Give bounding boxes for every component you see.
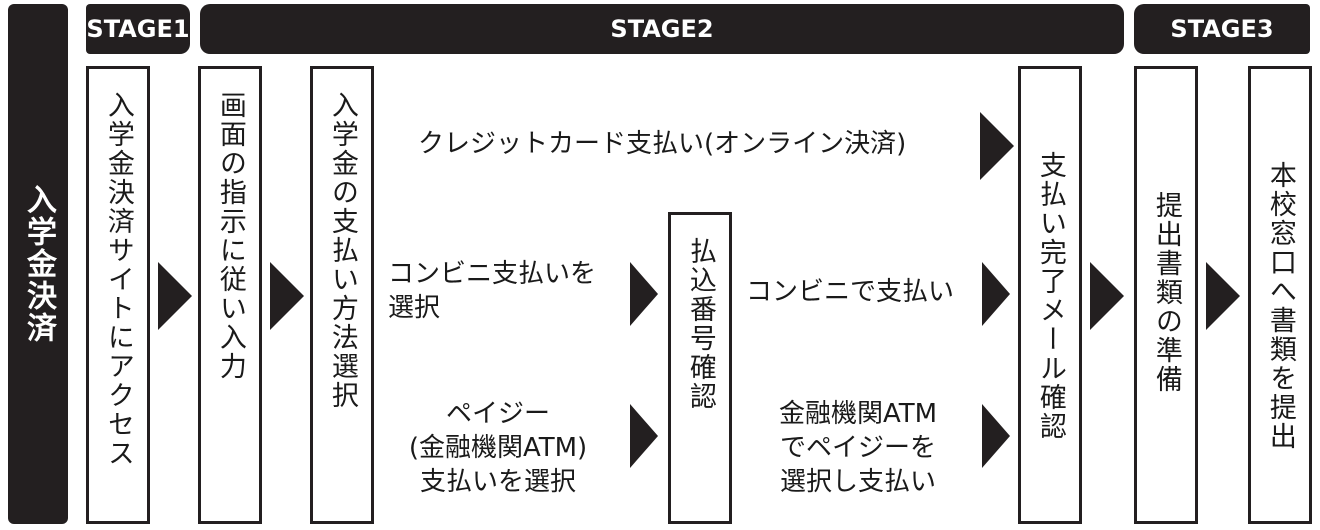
- option-convenience-pay-text: コンビニで支払い: [746, 277, 955, 307]
- side-label: 入学金決済: [21, 184, 56, 344]
- stage1-label: STAGE1: [86, 15, 190, 43]
- step-select-method-text: 入学金の支払い方法選択: [326, 91, 358, 410]
- stage2-label: STAGE2: [610, 15, 714, 43]
- option-convenience-select-line1: コンビニ支払いを: [388, 259, 597, 289]
- option-atm-pay-label: 金融機関ATM でペイジーを 選択し支払い: [760, 398, 956, 499]
- side-label-bar: 入学金決済: [8, 4, 68, 524]
- option-convenience-select-label: コンビニ支払いを 選択: [388, 258, 596, 326]
- option-convenience-pay-label: コンビニで支払い: [746, 276, 954, 310]
- step-select-method-box: 入学金の支払い方法選択: [310, 66, 374, 524]
- arrow-convenience-2-icon: [982, 262, 1010, 326]
- step-submit-docs-box: 本校窓口へ書類を提出: [1248, 66, 1312, 524]
- step-input-box: 画面の指示に従い入力: [198, 66, 262, 524]
- arrow-2-icon: [270, 262, 304, 330]
- option-payeasy-select-label: ペイジー (金融機関ATM) 支払いを選択: [408, 398, 588, 499]
- step-input-text: 画面の指示に従い入力: [214, 91, 246, 381]
- option-atm-pay-line1: 金融機関ATM: [778, 399, 938, 429]
- step-submit-docs-text: 本校窓口へ書類を提出: [1264, 161, 1296, 451]
- stage3-label: STAGE3: [1170, 15, 1274, 43]
- stage2-header: STAGE2: [200, 4, 1124, 54]
- stage3-header: STAGE3: [1134, 4, 1310, 54]
- step-access-text: 入学金決済サイトにアクセス: [102, 91, 134, 468]
- option-credit-label: クレジットカード支払い(オンライン決済): [418, 128, 906, 162]
- step-access-box: 入学金決済サイトにアクセス: [86, 66, 150, 524]
- step-prepare-docs-text: 提出書類の準備: [1150, 191, 1182, 394]
- step-prepare-docs-box: 提出書類の準備: [1134, 66, 1198, 524]
- arrow-credit-icon: [980, 112, 1014, 180]
- arrow-convenience-1-icon: [630, 262, 658, 326]
- option-atm-pay-line3: 選択し支払い: [779, 466, 936, 497]
- arrow-1-icon: [158, 262, 192, 330]
- stage1-header: STAGE1: [86, 4, 190, 54]
- option-convenience-select-line2: 選択: [388, 292, 441, 323]
- step-complete-mail-text: 支払い完了メール確認: [1034, 151, 1066, 441]
- arrow-atm-pay-icon: [982, 404, 1010, 468]
- arrow-payeasy-1-icon: [630, 404, 658, 468]
- step-confirm-number-text: 払込番号確認: [684, 237, 716, 411]
- arrow-4-icon: [1206, 262, 1240, 330]
- step-confirm-number-box: 払込番号確認: [668, 212, 732, 524]
- option-atm-pay-line2: でペイジーを: [779, 432, 936, 463]
- option-payeasy-line1: ペイジー: [445, 399, 550, 429]
- arrow-3-icon: [1090, 262, 1124, 330]
- option-payeasy-line3: 支払いを選択: [419, 466, 576, 497]
- step-complete-mail-box: 支払い完了メール確認: [1018, 66, 1082, 524]
- option-payeasy-line2: (金融機関ATM): [408, 432, 588, 463]
- option-credit-text: クレジットカード支払い(オンライン決済): [418, 129, 907, 159]
